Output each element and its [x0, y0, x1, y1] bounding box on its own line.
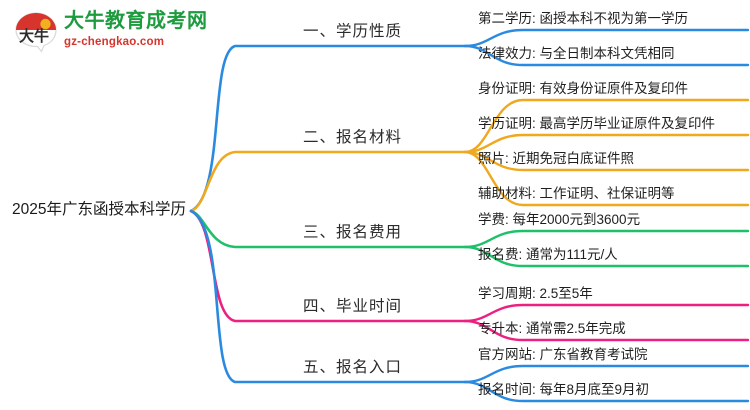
- logo-text: 大牛教育成考网 gz-chengkao.com: [64, 9, 208, 50]
- site-logo: 大牛 大牛教育成考网 gz-chengkao.com: [14, 8, 244, 54]
- logo-title: 大牛教育成考网: [64, 10, 208, 32]
- connector-path: [463, 133, 750, 154]
- leaf-label-1-1: 第二学历: 函授本科不视为第一学历: [478, 11, 689, 26]
- branch-label-2: 二、报名材料: [303, 129, 403, 146]
- leaf-label-5-1: 官方网站: 广东省教育考试院: [478, 347, 648, 362]
- leaf-label-3-2: 报名费: 通常为111元/人: [478, 247, 618, 262]
- leaf-label-2-4: 辅助材料: 工作证明、社保证明等: [478, 186, 675, 201]
- leaf-label-3-1: 学费: 每年2000元到3600元: [478, 212, 641, 227]
- connector-path: [463, 303, 750, 323]
- svg-text:大牛: 大牛: [19, 27, 49, 45]
- branch-label-5: 五、报名入口: [303, 359, 403, 376]
- leaf-label-5-2: 报名时间: 每年8月底至9月初: [478, 382, 650, 397]
- connector-path: [463, 364, 750, 384]
- leaf-label-1-2: 法律效力: 与全日制本科文凭相同: [478, 46, 675, 61]
- leaf-label-4-1: 学习周期: 2.5至5年: [478, 286, 593, 301]
- leaf-label-2-2: 学历证明: 最高学历毕业证原件及复印件: [478, 116, 716, 131]
- connector-path: [463, 28, 750, 48]
- branch-label-1: 一、学历性质: [303, 23, 403, 40]
- daniu-logo-icon: 大牛: [15, 12, 57, 53]
- leaf-label-2-3: 照片: 近期免冠白底证件照: [478, 151, 635, 166]
- logo-subtitle: gz-chengkao.com: [64, 36, 165, 48]
- connector-path: [463, 229, 750, 249]
- connector-path: [189, 150, 467, 213]
- leaf-label-2-1: 身份证明: 有效身份证原件及复印件: [478, 81, 689, 96]
- branch-label-4: 四、毕业时间: [303, 298, 403, 315]
- mindmap-root-title: 2025年广东函授本科学历: [12, 201, 186, 218]
- leaf-label-4-2: 专升本: 通常需2.5年完成: [478, 321, 626, 336]
- branch-label-3: 三、报名费用: [303, 224, 403, 241]
